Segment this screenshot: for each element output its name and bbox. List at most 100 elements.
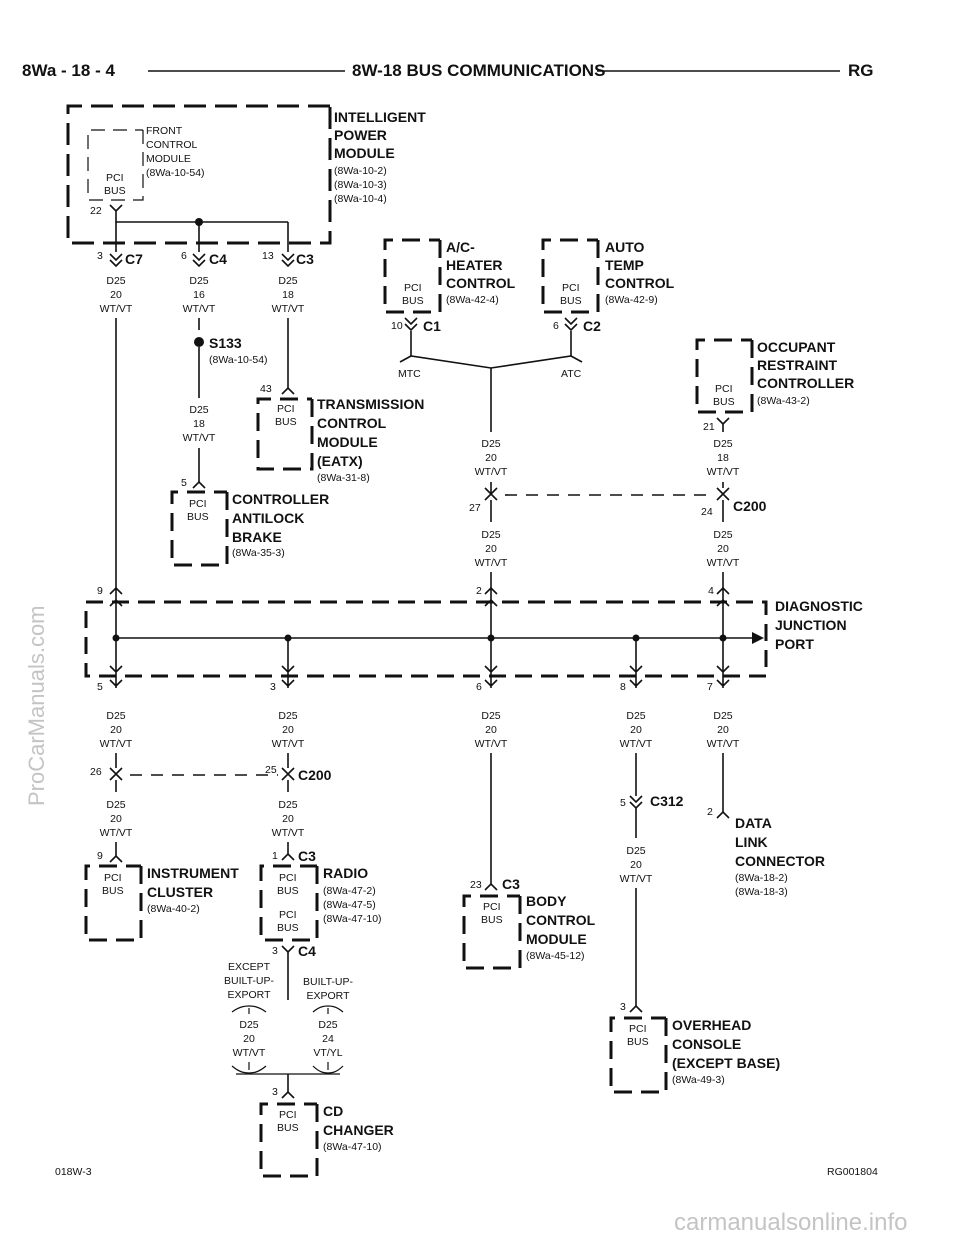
c200r-wire-color: WT/VT: [707, 557, 740, 569]
ipm-ref-2: (8Wa-10-3): [334, 179, 387, 191]
radio-ref-3: (8Wa-47-10): [323, 913, 382, 925]
dj-out-1: [109, 638, 123, 688]
bottom-watermark: carmanualsonline.info: [674, 1209, 907, 1236]
overhead-title-2: CONSOLE: [672, 1036, 741, 1052]
c1-label: C1: [423, 318, 441, 334]
dlc-title-2: LINK: [735, 834, 768, 850]
c200br-wire-code: D25: [278, 799, 297, 811]
dlc-pin-icon: [716, 810, 730, 819]
c200l-wire-code: D25: [481, 529, 500, 541]
cd-pin: 3: [272, 1086, 278, 1098]
ipm-title-3: MODULE: [334, 145, 395, 161]
ipm-title-2: POWER: [334, 127, 387, 143]
s133-wire-gauge: 18: [193, 418, 205, 430]
ipm-title-1: INTELLIGENT: [334, 109, 426, 125]
out4-wire-color: WT/VT: [620, 738, 653, 750]
cluster-pin: 9: [97, 850, 103, 862]
builtup-export-2: EXPORT: [307, 990, 351, 1002]
bcm-bus: BUS: [481, 914, 503, 926]
c4-wire-code: D25: [189, 275, 208, 287]
c312-wire-gauge: 20: [630, 859, 642, 871]
page-ref: 8Wa - 18 - 4: [22, 61, 115, 80]
dj-out-5-pin: 7: [707, 681, 713, 693]
dj-in-left-pin: 9: [97, 585, 103, 597]
ac-heater-outline: [383, 238, 442, 314]
splice-s133: S133 (8Wa-10-54) D25 18 WT/VT: [183, 318, 268, 482]
tcm-pin-icon: [281, 386, 295, 395]
djp-title-2: JUNCTION: [775, 617, 847, 633]
auto-temp-pin: 6: [553, 320, 559, 332]
ac-heater-bus: BUS: [402, 295, 424, 307]
auto-temp-outline: [541, 238, 600, 314]
overhead-pci: PCI: [629, 1023, 647, 1035]
c200br-wire-gauge: 20: [282, 813, 294, 825]
out2-wire-gauge: 20: [282, 724, 294, 736]
c200-right-icon: [716, 487, 730, 501]
except-export-3: EXPORT: [228, 989, 272, 1001]
orc-pci: PCI: [715, 383, 733, 395]
overhead-pin: 3: [620, 1001, 626, 1013]
c3-pin: 13: [262, 250, 274, 262]
dlc-title-1: DATA: [735, 815, 772, 831]
orc-ref: (8Wa-43-2): [757, 395, 810, 407]
cab-title-3: BRAKE: [232, 529, 282, 545]
c4-connector-icon: [192, 253, 206, 268]
page-header: 8Wa - 18 - 4 8W-18 BUS COMMUNICATIONS RG: [22, 61, 874, 80]
cluster-pin-icon: [109, 854, 123, 863]
radio-ref-1: (8Wa-47-2): [323, 885, 376, 897]
c3-wire-code: D25: [278, 275, 297, 287]
tcm-title-2: CONTROL: [317, 415, 387, 431]
except-export-brace-top: [231, 1005, 267, 1013]
c200r-wire-code: D25: [713, 529, 732, 541]
c4-label: C4: [209, 251, 227, 267]
c7-connector-icon: [109, 253, 123, 268]
instrument-cluster: 9 PCI BUS INSTRUMENT CLUSTER (8Wa-40-2): [84, 850, 239, 942]
out3-wire-color: WT/VT: [475, 738, 508, 750]
out5-wire-gauge: 20: [717, 724, 729, 736]
radio-pci-top: PCI: [279, 872, 297, 884]
orc-outline: [695, 338, 754, 414]
bcm-ref: (8Wa-45-12): [526, 950, 585, 962]
radio-c4-pin-icon: [281, 945, 295, 954]
djp-bus-arrow-icon: [752, 632, 764, 644]
c200b-right-pin: 25: [265, 764, 277, 776]
c3-wire-gauge: 18: [282, 289, 294, 301]
c7-pin: 3: [97, 250, 103, 262]
c200l-wire-color: WT/VT: [475, 557, 508, 569]
djp-title-1: DIAGNOSTIC: [775, 598, 863, 614]
c2-label: C2: [583, 318, 601, 334]
c4-pin: 6: [181, 250, 187, 262]
djp-title-3: PORT: [775, 636, 814, 652]
dj-out-4: [629, 638, 643, 688]
c200-upper: 27 24 C200 D25 20 WT/VT D25 20 WT/VT: [469, 487, 767, 588]
page-footer: 018W-3 RG001804: [55, 1166, 878, 1178]
c200b-right-icon: [281, 767, 295, 781]
fcm-pin: 22: [90, 205, 102, 217]
radio-c4-label: C4: [298, 943, 316, 959]
orc-pin-icon: [716, 417, 730, 426]
model-code: RG: [848, 61, 874, 80]
cab-ref: (8Wa-35-3): [232, 547, 285, 559]
c312-label: C312: [650, 793, 684, 809]
except-wire-gauge: 20: [243, 1033, 255, 1045]
auto-temp-title-1: AUTO: [605, 239, 645, 255]
cab-title-1: CONTROLLER: [232, 491, 329, 507]
overhead-title-1: OVERHEAD: [672, 1017, 751, 1033]
c7-wire-code: D25: [106, 275, 125, 287]
c2-connector-icon: [564, 317, 578, 332]
fcm-ref: (8Wa-10-54): [146, 167, 205, 179]
cab-outline: [170, 490, 229, 567]
tcm-bus: BUS: [275, 416, 297, 428]
controller-antilock-brake: 5 PCI BUS CONTROLLER ANTILOCK BRAKE (8Wa…: [170, 477, 329, 567]
occupant-restraint-controller: PCI BUS OCCUPANT RESTRAINT CONTROLLER (8…: [695, 338, 854, 488]
radio-c3-pin-icon: [281, 852, 295, 861]
cab-pin-icon: [192, 480, 206, 489]
overhead-title-3: (EXCEPT BASE): [672, 1055, 780, 1071]
bcm-outline: [462, 894, 522, 970]
out5-wire-color: WT/VT: [707, 738, 740, 750]
c312-pin: 5: [620, 797, 626, 809]
c200b-left-icon: [109, 767, 123, 781]
dj-out-3-pin: 6: [476, 681, 482, 693]
radio-bus-bottom: BUS: [277, 922, 299, 934]
cab-pci: PCI: [189, 498, 207, 510]
